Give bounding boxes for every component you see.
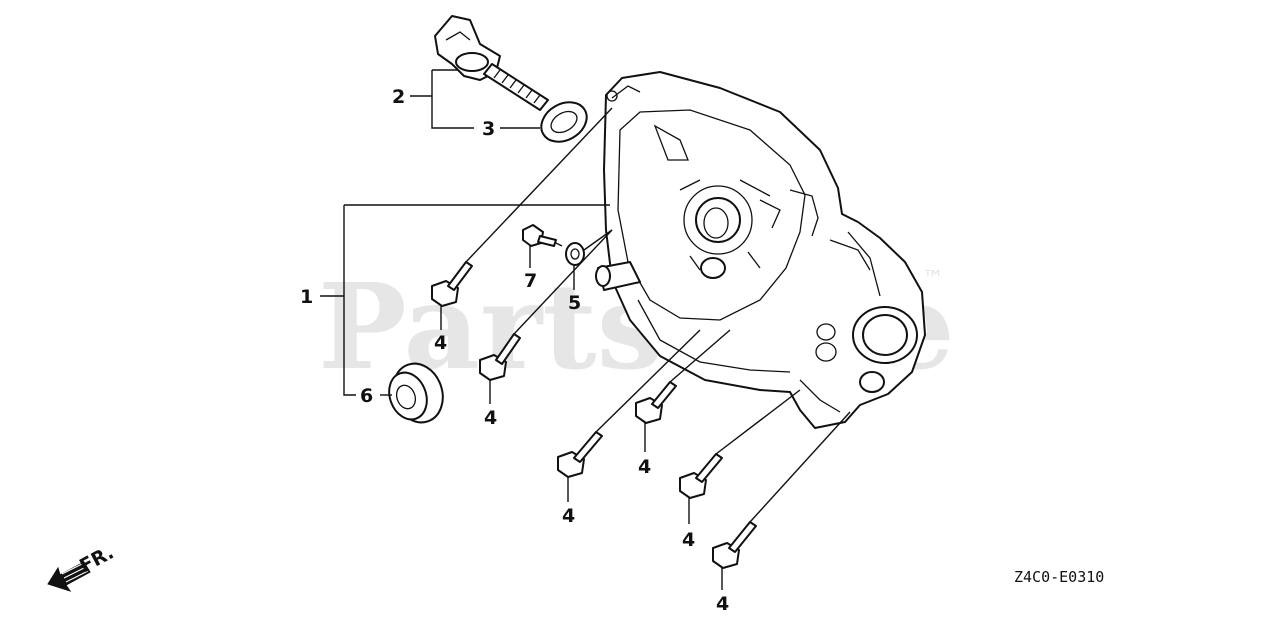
diagram-code: Z4C0-E0310 bbox=[1014, 568, 1104, 586]
washer-5-part[interactable] bbox=[565, 242, 585, 266]
callout-6: 6 bbox=[360, 385, 373, 407]
bolt-7-part[interactable] bbox=[522, 224, 557, 247]
o-ring-part[interactable] bbox=[534, 94, 594, 149]
front-arrow-icon bbox=[47, 561, 91, 592]
callout-4: 4 bbox=[434, 332, 447, 354]
oil-filler-cap-part[interactable] bbox=[434, 15, 549, 111]
callout-4: 4 bbox=[638, 456, 651, 478]
flange-bolt-part[interactable] bbox=[679, 453, 723, 499]
flange-bolt-part[interactable] bbox=[635, 381, 677, 424]
flange-bolt-part[interactable] bbox=[712, 521, 757, 569]
callout-3: 3 bbox=[482, 118, 495, 140]
callout-4: 4 bbox=[716, 593, 729, 615]
watermark-trademark: ™ bbox=[922, 267, 944, 292]
front-indicator: FR. bbox=[47, 541, 117, 592]
callout-1: 1 bbox=[300, 286, 313, 308]
flange-bolt-part[interactable] bbox=[431, 261, 473, 307]
callout-5: 5 bbox=[568, 292, 581, 314]
flange-bolt-part[interactable] bbox=[557, 431, 603, 478]
callout-4: 4 bbox=[682, 529, 695, 551]
leader-lines bbox=[320, 69, 851, 590]
flange-bolt-part[interactable] bbox=[479, 333, 521, 381]
case-cover-part[interactable] bbox=[595, 71, 926, 429]
callout-2: 2 bbox=[392, 86, 405, 108]
oil-seal-part[interactable] bbox=[383, 357, 451, 430]
callout-4: 4 bbox=[562, 505, 575, 527]
callout-7: 7 bbox=[524, 270, 537, 292]
callout-4: 4 bbox=[484, 407, 497, 429]
